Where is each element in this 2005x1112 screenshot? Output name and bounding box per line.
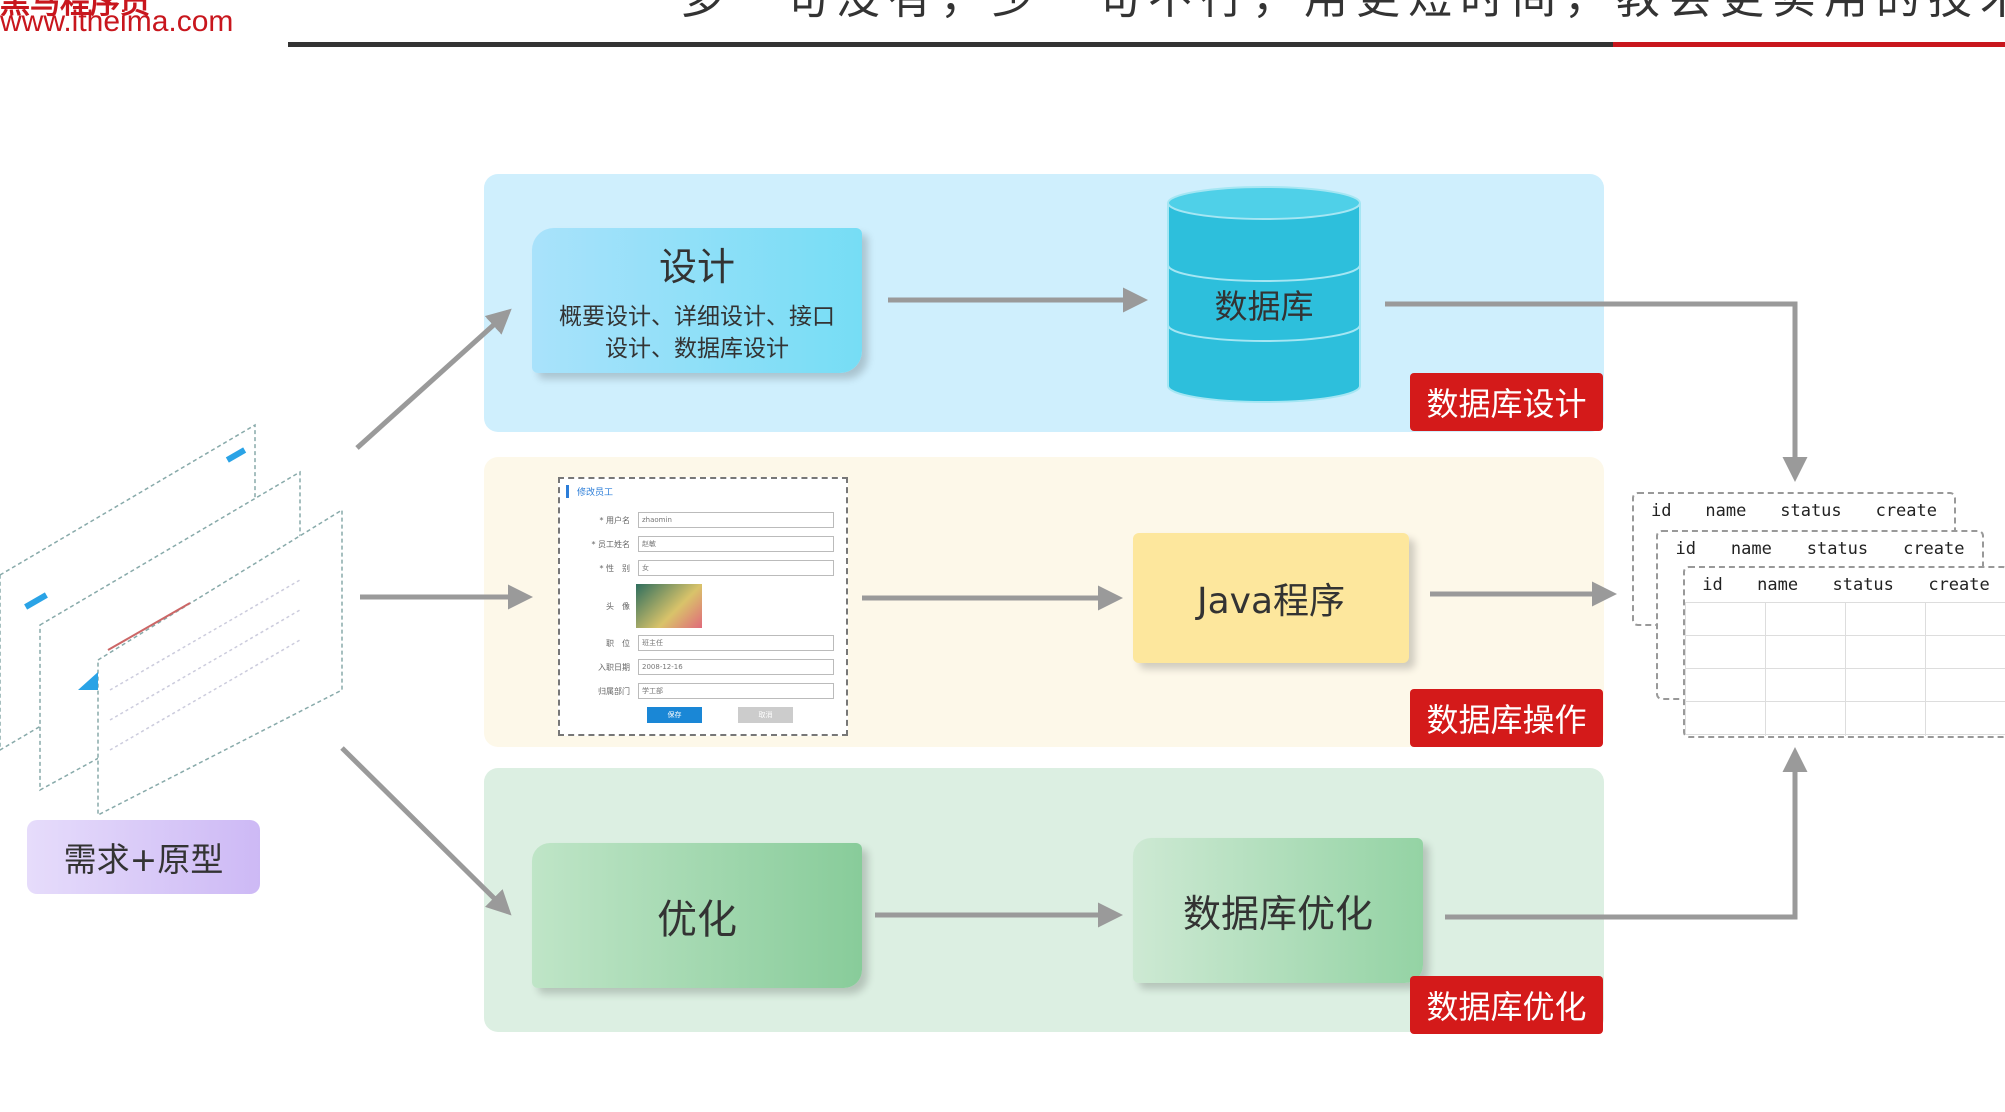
form-row: 入职日期 2008-12-16 [570,658,834,676]
optimize-box: 优化 [532,843,862,988]
brand-url: www.itheima.com [0,5,234,38]
header-divider [288,42,1613,47]
employee-form-mockup: 修改员工 * 用户名 zhaomin * 员工姓名 赵敏 * 性 别 女 头 像… [558,477,848,736]
header-slogan: 多一句没有，少一句不行，用更短时间，教会更实用的技术 [680,0,2005,26]
form-select[interactable]: 班主任 [638,635,834,651]
arrow-db-to-tables [1385,301,1808,482]
brand-logo-partial: 黑马程序员 [0,0,150,21]
arrow-req-to-design [355,308,512,450]
requirement-label: 需求+原型 [27,820,260,894]
design-title: 设计 [658,245,735,289]
avatar-image[interactable] [636,584,702,628]
form-row: 头 像 [606,601,630,611]
form-select[interactable]: 学工部 [638,683,834,699]
tag-db-optimize: 数据库优化 [1410,976,1603,1034]
tag-db-operate: 数据库操作 [1410,689,1603,747]
form-row: 职 位 班主任 [570,634,834,652]
form-row: 归属部门 学工部 [570,682,834,700]
java-program-box: Java程序 [1133,533,1409,663]
form-title: 修改员工 [566,485,613,498]
form-select[interactable]: 女 [638,560,834,576]
design-subtitle: 概要设计、详细设计、接口设计、数据库设计 [559,304,835,362]
form-input[interactable]: 赵敏 [638,536,834,552]
cancel-button[interactable]: 取消 [738,707,793,723]
form-row: * 性 别 女 [570,559,834,577]
tag-db-design: 数据库设计 [1410,373,1603,431]
table-grid [1685,602,2005,736]
prototype-pages [0,423,343,817]
save-button[interactable]: 保存 [647,707,702,723]
arrow-dbopt-to-tables [1445,747,1808,920]
design-box: 设计 概要设计、详细设计、接口设计、数据库设计 [532,228,862,373]
arrow-req-to-optimize [340,746,512,916]
database-icon [1167,186,1361,403]
form-date[interactable]: 2008-12-16 [638,659,834,675]
header-divider-accent [1613,42,2005,47]
db-optimize-box: 数据库优化 [1133,838,1423,983]
form-row: * 员工姓名 赵敏 [570,535,834,553]
form-row: * 用户名 zhaomin [570,511,834,529]
form-input[interactable]: zhaomin [638,512,834,528]
database-label: 数据库 [1214,287,1314,326]
